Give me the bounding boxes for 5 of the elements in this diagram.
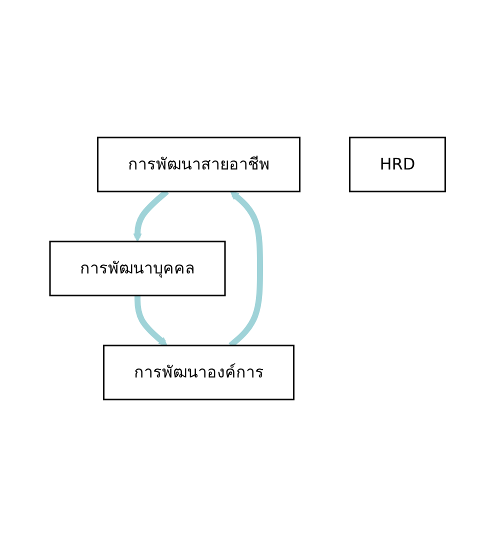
- node-box: HRD: [348, 136, 446, 192]
- node-box: การพัฒนาสายอาชีพ: [96, 136, 300, 192]
- arrow: [134, 296, 168, 346]
- node-box: การพัฒนาองค์การ: [102, 344, 294, 400]
- node-box: การพัฒนาบุคคล: [49, 240, 226, 296]
